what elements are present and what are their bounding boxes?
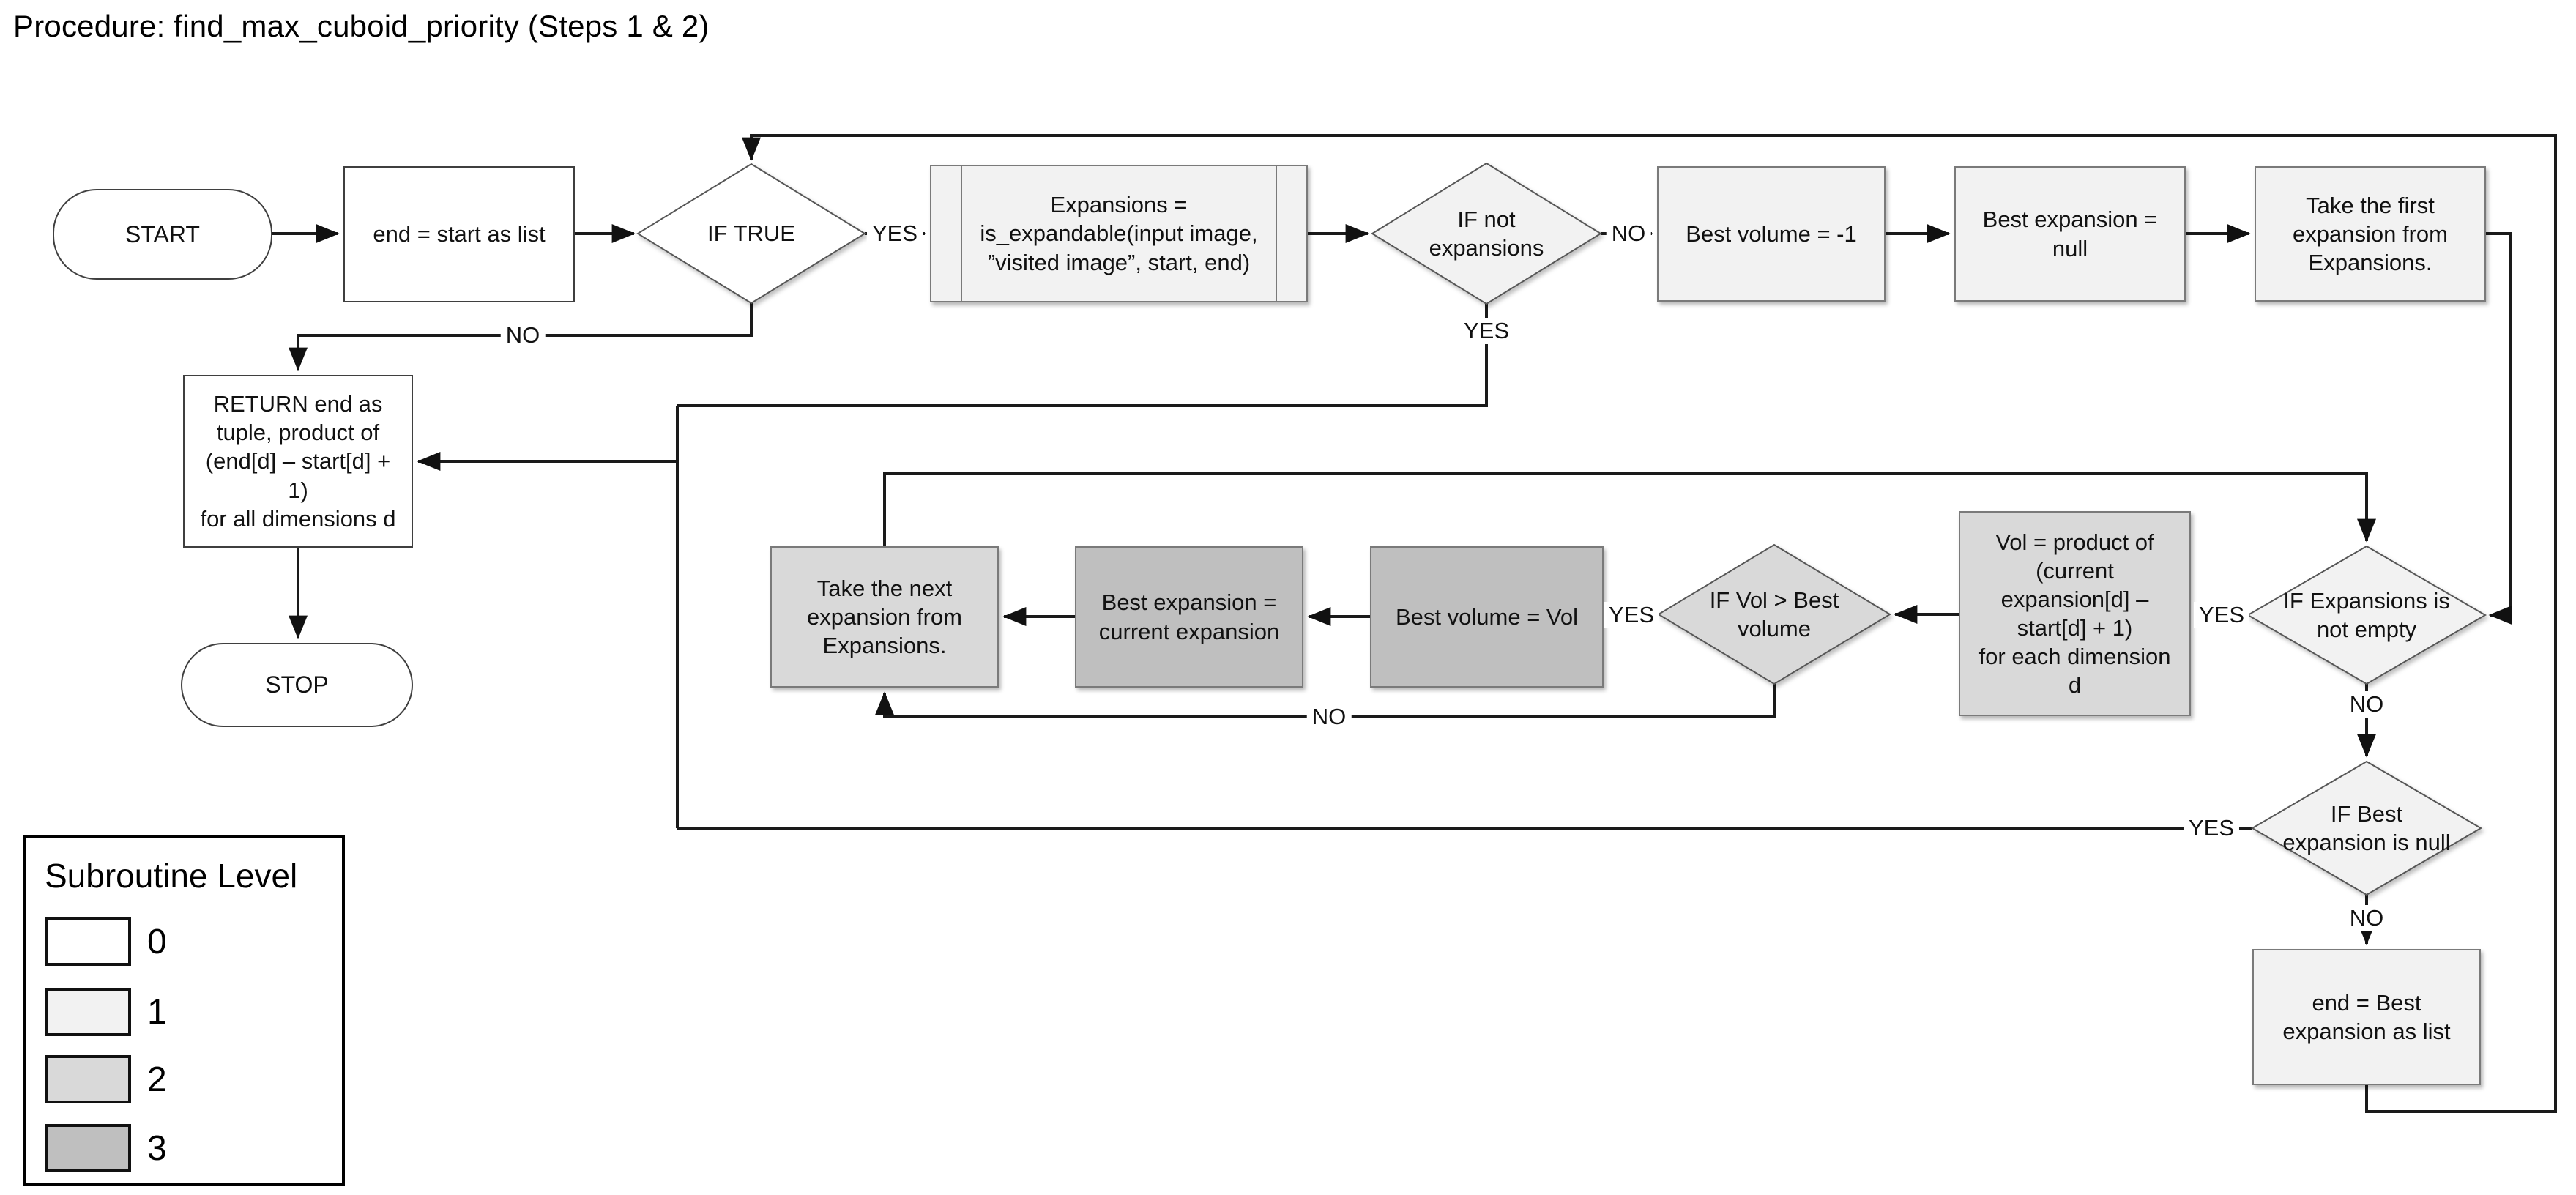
legend-label-level-1: 1 [147,992,167,1032]
edge-label-if-not-expansions-no: NO [1606,220,1651,247]
node-best-volume-vol: Best volume = Vol [1370,546,1604,688]
node-best-volume-vol-label: Best volume = Vol [1396,603,1578,630]
edge-label-if-vol-yes: YES [1603,602,1660,628]
node-take-first-expansion: Take the first expansion from Expansions… [2255,166,2486,302]
node-stop: STOP [181,643,413,727]
edge-big-loop [742,134,2557,1113]
legend-label-level-3: 3 [147,1128,167,1168]
legend-row-level-0: 0 [45,917,167,966]
legend-row-level-1: 1 [45,988,167,1036]
legend-swatch-level-2 [45,1055,131,1103]
edge-label-if-true-no: NO [500,322,546,349]
node-best-volume-minus1-label: Best volume = -1 [1686,220,1857,247]
diamond-if-not-expansions [1371,162,1602,305]
node-end-equals-best-label: end = Best expansion as list [2282,989,2451,1044]
edge-label-if-expansions-yes: YES [2193,602,2250,628]
edge-label-if-vol-no: NO [1306,704,1352,730]
predefined-process-right-bar [1276,166,1277,301]
node-expansions-label: Expansions = is_expandable(input image, … [980,192,1258,275]
legend-label-level-2: 2 [147,1060,167,1099]
node-vol-product: Vol = product of (current expansion[d] –… [1959,511,2191,716]
node-expansions-subroutine: Expansions = is_expandable(input image, … [930,165,1308,302]
node-best-expansion-null: Best expansion = null [1954,166,2186,302]
legend-row-level-3: 3 [45,1124,167,1172]
edge-label-if-not-expansions-yes: YES [1458,318,1515,344]
edge-label-if-expansions-no: NO [2344,691,2389,718]
node-best-expansion-current: Best expansion = current expansion [1075,546,1303,688]
node-end-equals-start: end = start as list [343,166,575,302]
node-start: START [53,189,272,280]
predefined-process-left-bar [961,166,962,301]
edge-label-if-best-no: NO [2344,905,2389,931]
legend-swatch-level-3 [45,1124,131,1172]
diamond-if-best-null [2251,760,2482,896]
legend-swatch-level-1 [45,988,131,1036]
node-end-equals-start-label: end = start as list [373,221,546,247]
node-best-volume-minus1: Best volume = -1 [1657,166,1886,302]
edge-label-if-true-yes: YES [866,220,923,247]
node-take-next-expansion-label: Take the next expansion from Expansions. [807,575,962,659]
node-take-next-expansion: Take the next expansion from Expansions. [770,546,999,688]
node-return-product: RETURN end as tuple, product of (end[d] … [183,375,413,548]
edge-ifnotexp-yes [677,304,1488,407]
legend: Subroutine Level 0 1 2 3 [23,835,345,1186]
edge-label-if-best-yes: YES [2183,815,2240,841]
edge-takenext-loop [883,472,2376,546]
legend-row-level-2: 2 [45,1055,167,1103]
node-return-product-label: RETURN end as tuple, product of (end[d] … [200,391,396,532]
legend-swatch-level-0 [45,917,131,966]
node-stop-label: STOP [265,671,329,699]
node-take-first-expansion-label: Take the first expansion from Expansions… [2293,192,2448,276]
diamond-if-true [636,163,866,305]
legend-label-level-0: 0 [147,922,167,961]
node-vol-product-label: Vol = product of (current expansion[d] –… [1978,529,2171,699]
node-best-expansion-current-label: Best expansion = current expansion [1098,589,1280,644]
node-start-label: START [125,220,200,247]
node-end-equals-best: end = Best expansion as list [2252,949,2481,1085]
page-title: Procedure: find_max_cuboid_priority (Ste… [13,9,710,43]
diamond-if-vol [1657,543,1891,685]
edge-takefirst-to-ifexp [2486,232,2512,625]
legend-title: Subroutine Level [45,857,298,895]
node-best-expansion-null-label: Best expansion = null [1982,206,2158,261]
diamond-if-expansions-not-empty [2246,545,2487,685]
